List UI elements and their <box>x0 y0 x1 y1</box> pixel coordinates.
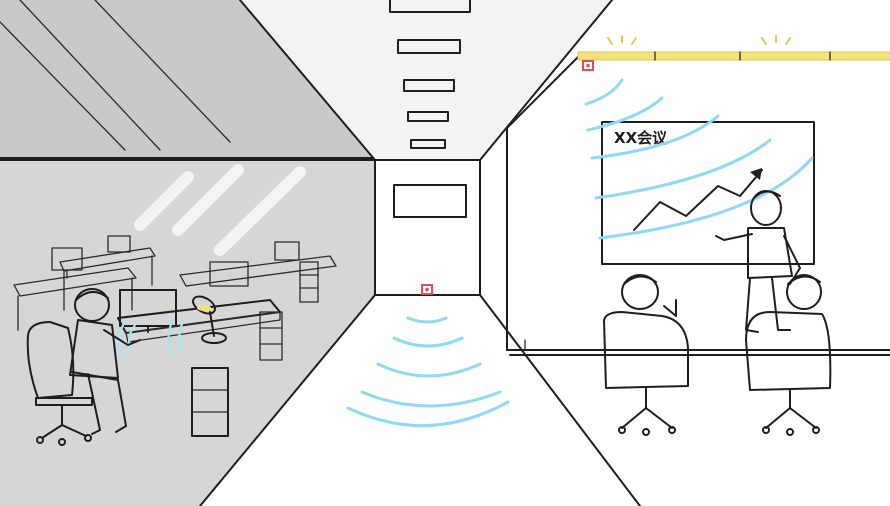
trend-line <box>633 169 763 231</box>
whiteboard-title: XX会议 <box>614 129 668 147</box>
signal-waves-meeting-room <box>584 78 814 240</box>
office-chair <box>26 321 93 446</box>
drawer-cabinet <box>191 367 229 437</box>
presenter <box>715 190 801 333</box>
monitor-icon <box>274 241 300 261</box>
office-worker <box>69 288 141 435</box>
attendee-right <box>745 274 832 436</box>
desk-lamp-sensor-icon <box>117 295 227 360</box>
corridor-display-panel <box>393 184 467 218</box>
ceiling-lights <box>389 0 471 149</box>
corridor <box>199 0 641 506</box>
ceiling-sensor-meeting-room <box>582 60 594 71</box>
attendee-left <box>603 274 689 436</box>
light-glow <box>607 35 791 45</box>
ceiling-sensor-corridor <box>421 284 433 295</box>
monitor-icon <box>209 261 249 287</box>
glass-reflection <box>134 164 306 256</box>
front-desk <box>117 289 283 437</box>
middle-desk-row <box>13 241 337 331</box>
signal-waves-corridor <box>346 316 510 428</box>
meeting-room: XX会议 <box>506 0 890 436</box>
left-glass-office <box>0 0 376 506</box>
ceiling-light-strip <box>577 51 890 61</box>
monitor-icon <box>107 235 131 253</box>
